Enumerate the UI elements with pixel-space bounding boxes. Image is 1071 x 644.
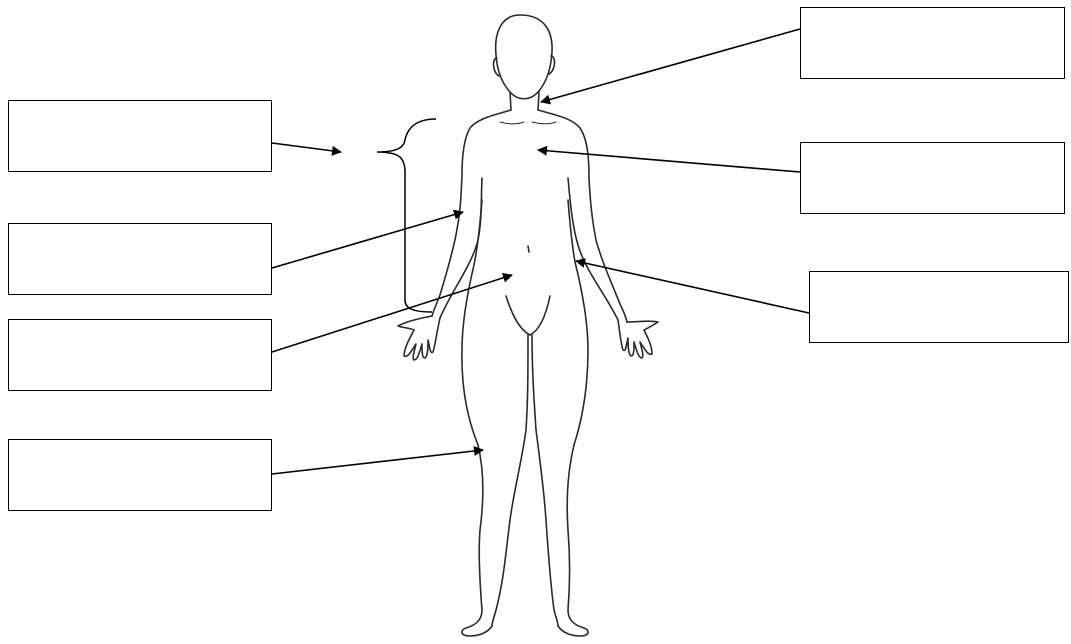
torso-left bbox=[431, 109, 512, 317]
torso-right bbox=[537, 109, 628, 323]
label-box-upper-arm[interactable] bbox=[8, 223, 272, 295]
left-leg-outer bbox=[461, 444, 493, 637]
right-waist-hip bbox=[567, 199, 589, 446]
arrow-side-waist bbox=[575, 258, 810, 314]
groin-line bbox=[505, 295, 551, 336]
right-leg-outer bbox=[557, 444, 589, 637]
neck-outline bbox=[509, 91, 540, 111]
right-arm-inner bbox=[567, 177, 619, 321]
left-leg-inner bbox=[491, 334, 529, 627]
collarbone-right bbox=[531, 121, 557, 125]
label-box-chest[interactable] bbox=[800, 142, 1065, 214]
pointer-arrows bbox=[271, 28, 810, 475]
label-box-abdomen[interactable] bbox=[8, 319, 272, 391]
collarbone-left bbox=[499, 121, 525, 125]
left-hand bbox=[397, 315, 441, 361]
arrow-upper-arm bbox=[271, 209, 464, 269]
right-hand bbox=[617, 319, 659, 359]
head-outline bbox=[494, 14, 553, 100]
left-ear bbox=[492, 57, 500, 77]
right-ear bbox=[548, 55, 556, 75]
arrow-chest bbox=[537, 145, 801, 173]
label-box-thigh[interactable] bbox=[8, 439, 272, 511]
navel-mark bbox=[527, 245, 530, 253]
label-box-trunk[interactable] bbox=[8, 100, 272, 172]
trunk-bracket bbox=[376, 118, 437, 313]
left-waist-hip bbox=[461, 199, 483, 446]
human-body-outline bbox=[397, 14, 659, 637]
arrow-abdomen bbox=[271, 272, 513, 353]
arrow-trunk bbox=[271, 142, 342, 156]
label-box-neck[interactable] bbox=[800, 7, 1065, 79]
label-box-side-waist[interactable] bbox=[809, 271, 1069, 343]
right-leg-inner bbox=[531, 334, 559, 627]
arrow-neck bbox=[540, 28, 801, 105]
arrow-thigh bbox=[271, 446, 484, 475]
